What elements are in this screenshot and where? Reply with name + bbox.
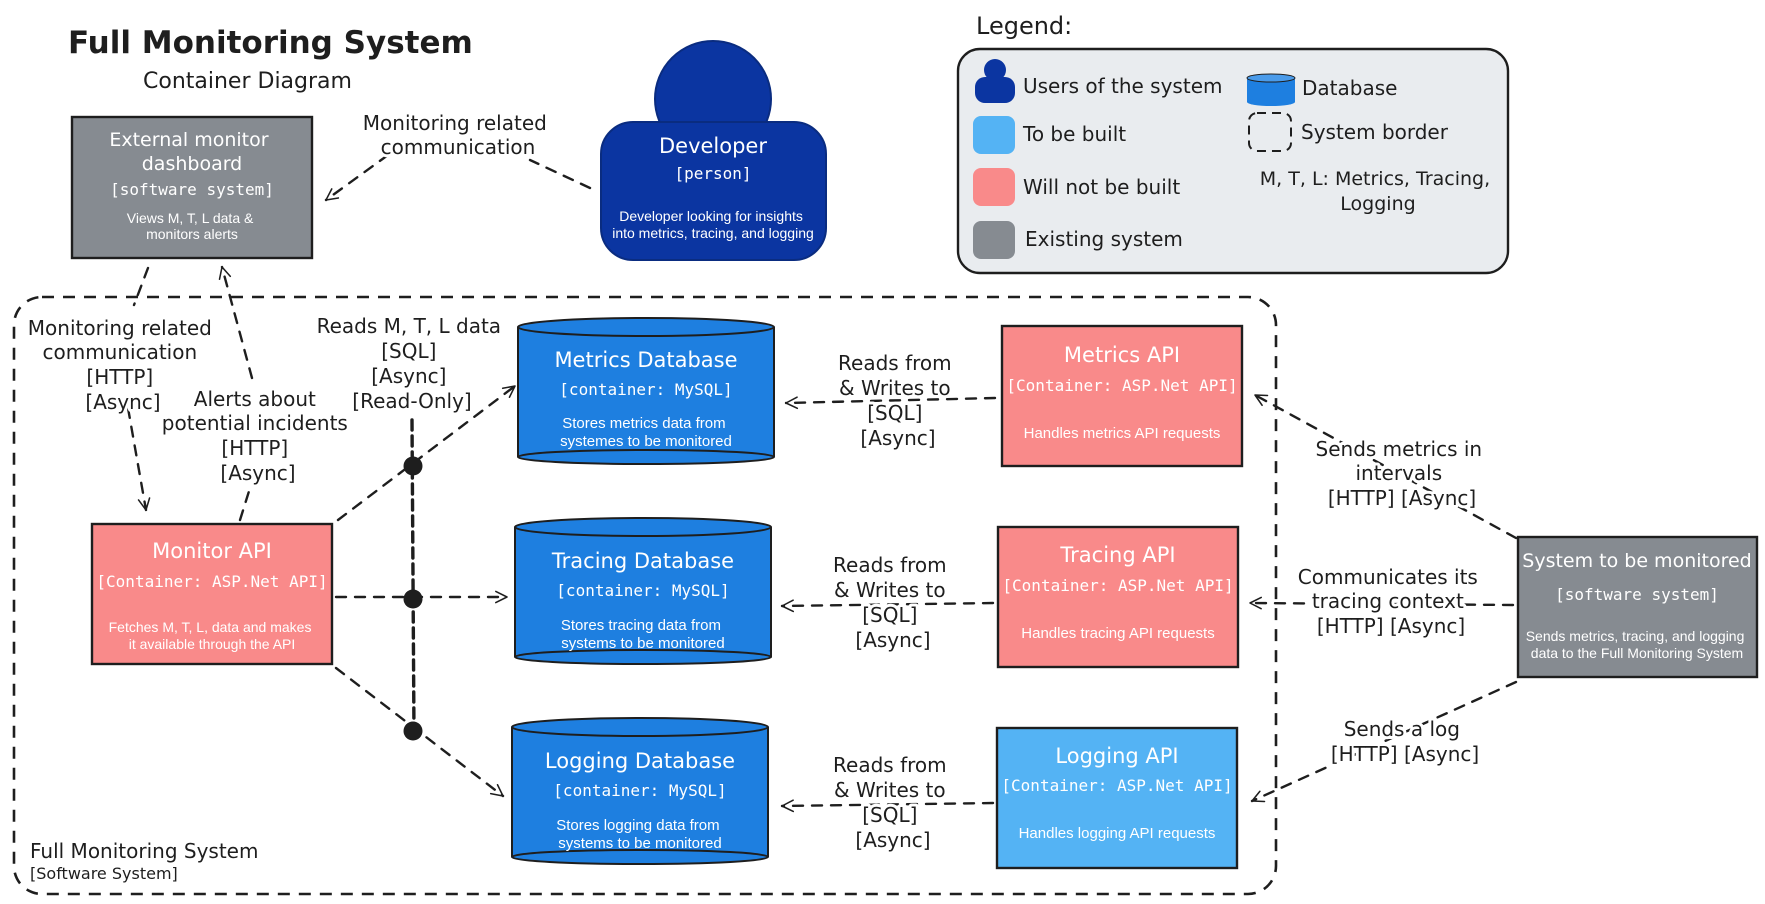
logging-api-title: Logging API	[1055, 744, 1178, 768]
legend-item-users: Users of the system	[1023, 74, 1222, 98]
label-system-to-tracing-api: Communicates its tracing context [HTTP] …	[1298, 565, 1484, 638]
logging-api-container[interactable]: Logging API [Container: ASP.Net API] Han…	[995, 726, 1239, 870]
tracing-api-title: Tracing API	[1059, 543, 1175, 567]
edge-monitor-api-to-metrics-db	[336, 384, 517, 522]
legend-will-not-be-built-swatch	[973, 168, 1015, 206]
metrics-db-type: [container: MySQL]	[559, 380, 732, 399]
logging-db-type: [container: MySQL]	[553, 781, 726, 800]
diagram-subtitle: Container Diagram	[143, 69, 352, 94]
logging-api-type: [Container: ASP.Net API]	[1001, 776, 1232, 795]
legend-item-database: Database	[1302, 76, 1397, 100]
external-dashboard-description: Views M, T, L data & monitors alerts	[127, 210, 257, 242]
monitored-system-description: Sends metrics, tracing, and logging data…	[1526, 628, 1749, 661]
bus-junction-top	[403, 456, 423, 476]
external-dashboard-title: External monitor dashboard	[109, 129, 274, 175]
developer-type: [person]	[674, 164, 751, 183]
bus-junction-middle	[403, 589, 423, 609]
developer-title: Developer	[659, 134, 767, 158]
edge-dashboard-to-monitor-api	[132, 266, 150, 307]
metrics-db-title: Metrics Database	[554, 348, 737, 372]
edge-developer-to-dashboard-head	[324, 153, 390, 202]
edge-system-to-metrics-api	[1253, 393, 1518, 540]
label-monitor-api-alerts: Alerts about potential incidents [HTTP] …	[162, 387, 354, 485]
tracing-api-description: Handles tracing API requests	[1021, 625, 1214, 642]
legend: Legend: Users of the system To be built …	[956, 12, 1510, 275]
label-dashboard-to-monitor-api: Monitoring related communication [HTTP] …	[28, 316, 218, 414]
legend-existing-system-swatch	[973, 221, 1015, 259]
label-monitor-api-reads: Reads M, T, L data [SQL] [Async] [Read-O…	[317, 314, 508, 413]
boundary-type: [Software System]	[30, 864, 178, 883]
metrics-api-description: Handles metrics API requests	[1024, 425, 1221, 442]
legend-item-system-border: System border	[1301, 120, 1449, 144]
logging-api-description: Handles logging API requests	[1019, 825, 1216, 842]
developer-description: Developer looking for insights into metr…	[612, 208, 814, 241]
system-to-be-monitored[interactable]: System to be monitored [software system]…	[1516, 535, 1759, 679]
tracing-db-type: [container: MySQL]	[556, 581, 729, 600]
legend-abbreviation-note: M, T, L: Metrics, Tracing, Logging	[1260, 168, 1496, 215]
edge-monitor-api-to-dashboard-head	[218, 265, 254, 380]
edge-system-to-logging-api	[1250, 680, 1518, 803]
monitor-api-type: [Container: ASP.Net API]	[96, 572, 327, 591]
edge-monitor-api-to-dashboard	[238, 486, 252, 522]
legend-database-swatch	[1246, 73, 1296, 106]
tracing-db-title: Tracing Database	[551, 549, 734, 573]
logging-db-title: Logging Database	[545, 749, 735, 773]
monitor-api-container[interactable]: Monitor API [Container: ASP.Net API] Fet…	[90, 522, 334, 666]
monitored-system-type: [software system]	[1555, 585, 1719, 604]
developer-person[interactable]: Developer [person] Developer looking for…	[600, 40, 827, 261]
label-metrics-api-db: Reads from & Writes to [SQL] [Async]	[838, 351, 958, 450]
metrics-db-description: Stores metrics data from systemes to be …	[560, 415, 732, 450]
label-system-to-logging-api: Sends a log [HTTP] [Async]	[1331, 717, 1479, 766]
boundary-title: Full Monitoring System	[30, 839, 258, 863]
legend-person-swatch	[975, 59, 1015, 103]
logging-db-description: Stores logging data from systems to be m…	[556, 817, 724, 852]
tracing-db-description: Stores tracing data from systems to be m…	[561, 617, 725, 652]
monitor-api-description: Fetches M, T, L, data and makes it avail…	[109, 619, 316, 652]
metrics-api-container[interactable]: Metrics API [Container: ASP.Net API] Han…	[1000, 324, 1244, 468]
metrics-api-title: Metrics API	[1064, 343, 1180, 367]
edge-logging-api-to-logging-db	[780, 799, 995, 813]
legend-item-existing-system: Existing system	[1025, 227, 1183, 251]
label-system-to-metrics-api: Sends metrics in intervals [HTTP] [Async…	[1316, 437, 1489, 510]
legend-system-border-swatch	[1248, 112, 1292, 152]
legend-title: Legend:	[976, 12, 1072, 40]
legend-item-will-not-be-built: Will not be built	[1023, 175, 1180, 199]
edge-metrics-api-to-metrics-db	[784, 396, 997, 410]
metrics-api-type: [Container: ASP.Net API]	[1006, 376, 1237, 395]
label-logging-api-db: Reads from & Writes to [SQL] [Async]	[833, 753, 953, 852]
tracing-api-container[interactable]: Tracing API [Container: ASP.Net API] Han…	[996, 525, 1240, 669]
tracing-api-type: [Container: ASP.Net API]	[1002, 576, 1233, 595]
edge-tracing-api-to-tracing-db	[780, 599, 995, 613]
bus-junction-bottom	[403, 721, 423, 741]
legend-panel	[956, 47, 1510, 275]
label-tracing-api-db: Reads from & Writes to [SQL] [Async]	[833, 553, 953, 652]
monitored-system-title: System to be monitored	[1522, 550, 1751, 572]
edge-dashboard-to-monitor-api-head	[126, 406, 151, 512]
tracing-database[interactable]: Tracing Database [container: MySQL] Stor…	[514, 517, 772, 665]
edge-system-to-tracing-api	[1248, 596, 1515, 610]
system-boundary	[12, 295, 1278, 896]
legend-to-be-built-swatch	[973, 116, 1015, 154]
external-monitor-dashboard[interactable]: External monitor dashboard [software sys…	[70, 115, 314, 260]
logging-database[interactable]: Logging Database [container: MySQL] Stor…	[511, 717, 769, 865]
label-developer-to-dashboard: Monitoring related communication	[363, 111, 553, 159]
diagram-title: Full Monitoring System	[68, 25, 473, 61]
external-dashboard-type: [software system]	[110, 180, 274, 199]
edge-developer-to-dashboard	[528, 158, 592, 190]
monitor-api-title: Monitor API	[152, 539, 272, 563]
legend-item-to-be-built: To be built	[1022, 122, 1126, 146]
metrics-database[interactable]: Metrics Database [container: MySQL] Stor…	[517, 317, 775, 465]
